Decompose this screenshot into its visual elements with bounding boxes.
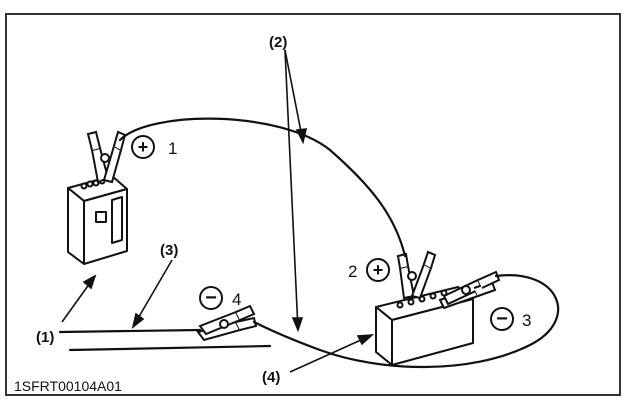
figure-code: 1SFRT00104A01 — [14, 378, 122, 394]
positive-cable — [118, 117, 407, 258]
callout-4: (4) — [262, 369, 280, 386]
minus-sign-3: − — [496, 308, 508, 330]
ground-line-upper — [58, 328, 202, 334]
vehicle-battery — [375, 286, 474, 366]
terminal-label-1: 1 — [168, 139, 177, 158]
callout-1: (1) — [36, 329, 54, 346]
ground-clamp — [196, 304, 258, 342]
ground-line-lower — [68, 344, 272, 352]
terminal-label-2: 2 — [348, 262, 357, 281]
booster-battery — [67, 175, 128, 265]
minus-sign-4: − — [205, 287, 217, 309]
jumper-cables — [58, 117, 560, 369]
callout-leaders — [61, 49, 375, 373]
terminal-label-3: 3 — [522, 311, 531, 330]
plus-sign-2: + — [373, 260, 384, 280]
callout-2: (2) — [269, 34, 287, 51]
symbol-minus-4: − — [199, 286, 223, 310]
symbol-minus-3: − — [490, 307, 514, 331]
vehicle-negative-clamp — [438, 270, 501, 310]
terminal-label-4: 4 — [232, 290, 241, 309]
symbol-plus-1: + — [131, 135, 155, 159]
booster-positive-clamp — [86, 130, 127, 184]
callout-3: (3) — [160, 242, 178, 259]
vehicle-positive-clamp — [396, 250, 437, 300]
negative-cable — [252, 274, 560, 369]
plus-sign-1: + — [138, 137, 149, 157]
symbol-plus-2: + — [366, 258, 390, 282]
figure-frame — [5, 13, 621, 396]
